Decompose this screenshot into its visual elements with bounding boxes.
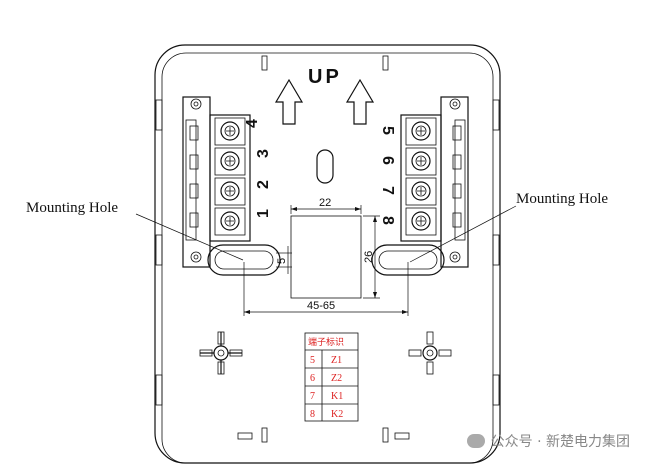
terminal-block-right [400, 96, 469, 268]
up-arrow-right-icon [345, 78, 375, 125]
mounting-hole-label-left: Mounting Hole [26, 200, 118, 216]
terminal-number-7: 7 [379, 186, 396, 195]
leader-line-left [135, 213, 244, 261]
dim-26-label: 26 [363, 251, 375, 263]
dimension-26 [363, 215, 380, 299]
dim-5-label: 5 [276, 258, 288, 264]
terminal-number-6: 6 [379, 156, 396, 165]
terminal-number-3: 3 [255, 149, 272, 158]
dim-45-65-label: 45-65 [307, 300, 335, 312]
watermark-text: 公众号 · 新楚电力集团 [490, 434, 630, 450]
terminal-table [304, 332, 359, 422]
terminal-number-2: 2 [255, 180, 272, 189]
table-row-num: 6 [310, 373, 315, 384]
up-arrow-left-icon [274, 78, 304, 125]
watermark: 公众号 · 新楚电力集团 [466, 431, 630, 451]
table-row-num: 7 [310, 391, 315, 402]
dimension-5 [276, 246, 292, 274]
table-row-num: 8 [310, 409, 315, 420]
side-tabs [155, 55, 500, 443]
up-label: UP [308, 66, 342, 88]
center-slot [316, 149, 334, 184]
table-row-code: K2 [331, 409, 343, 420]
mounting-hole-label-right: Mounting Hole [516, 191, 608, 207]
table-row-code: K1 [331, 391, 343, 402]
terminal-number-5: 5 [379, 126, 396, 135]
terminal-number-1: 1 [255, 209, 272, 218]
dimension-22 [290, 205, 362, 214]
table-row-code: Z2 [331, 373, 342, 384]
cutout-rectangle [290, 215, 362, 299]
housing-outer [154, 44, 501, 464]
leader-line-right [409, 205, 517, 263]
terminal-number-4: 4 [244, 119, 261, 128]
table-row-num: 5 [310, 355, 315, 366]
wechat-icon [466, 434, 485, 448]
terminal-table-header: 端子标识 [308, 336, 344, 348]
terminal-screws-left [214, 117, 246, 236]
terminal-number-8: 8 [379, 216, 396, 225]
terminal-screws-right [405, 117, 437, 236]
screw-hole-left-icon [199, 331, 243, 375]
screw-hole-right-icon [408, 331, 452, 375]
table-row-code: Z1 [331, 355, 342, 366]
dimension-45-65 [243, 262, 409, 316]
terminal-block-left [182, 96, 251, 268]
dim-22-label: 22 [319, 197, 331, 209]
